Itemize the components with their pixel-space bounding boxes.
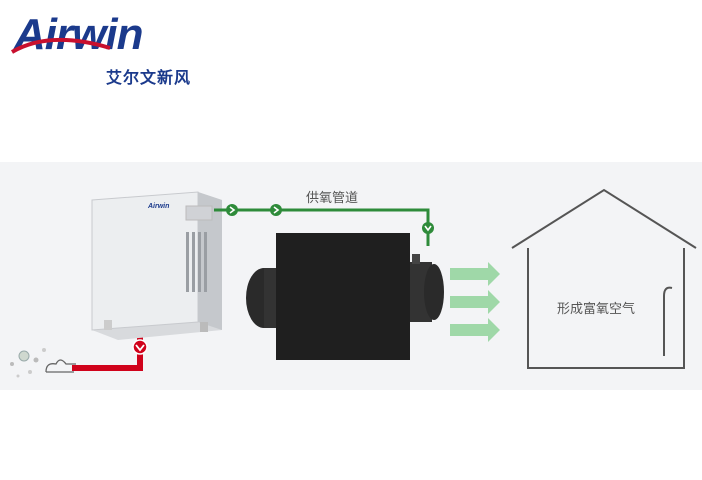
airflow-arrow-icon <box>450 290 500 314</box>
house-label: 形成富氧空气 <box>557 302 636 317</box>
flow-chevron-icon <box>226 204 238 216</box>
oxygen-generator-unit <box>91 191 222 340</box>
airflow-arrow-icon <box>450 318 500 342</box>
pipe-label: 供氧管道 <box>306 191 359 206</box>
wind-icon <box>45 359 76 373</box>
flow-chevron-icon <box>270 204 282 216</box>
flow-chevron-icon <box>422 222 434 234</box>
fresh-air-unit <box>246 233 444 360</box>
brand-subtitle: 艾尔文新风 <box>106 68 192 87</box>
device-logo: Airwin <box>147 203 169 210</box>
air-intake-particles-icon <box>10 348 46 378</box>
brand-logo: Airwin 艾尔文新风 <box>10 8 210 88</box>
logo-swoosh-icon <box>10 37 111 54</box>
airflow-arrow-icon <box>450 262 500 286</box>
house-outline-icon <box>511 188 697 369</box>
intake-chevron-icon <box>132 339 148 355</box>
brand-wordmark: Airwin <box>14 10 143 59</box>
